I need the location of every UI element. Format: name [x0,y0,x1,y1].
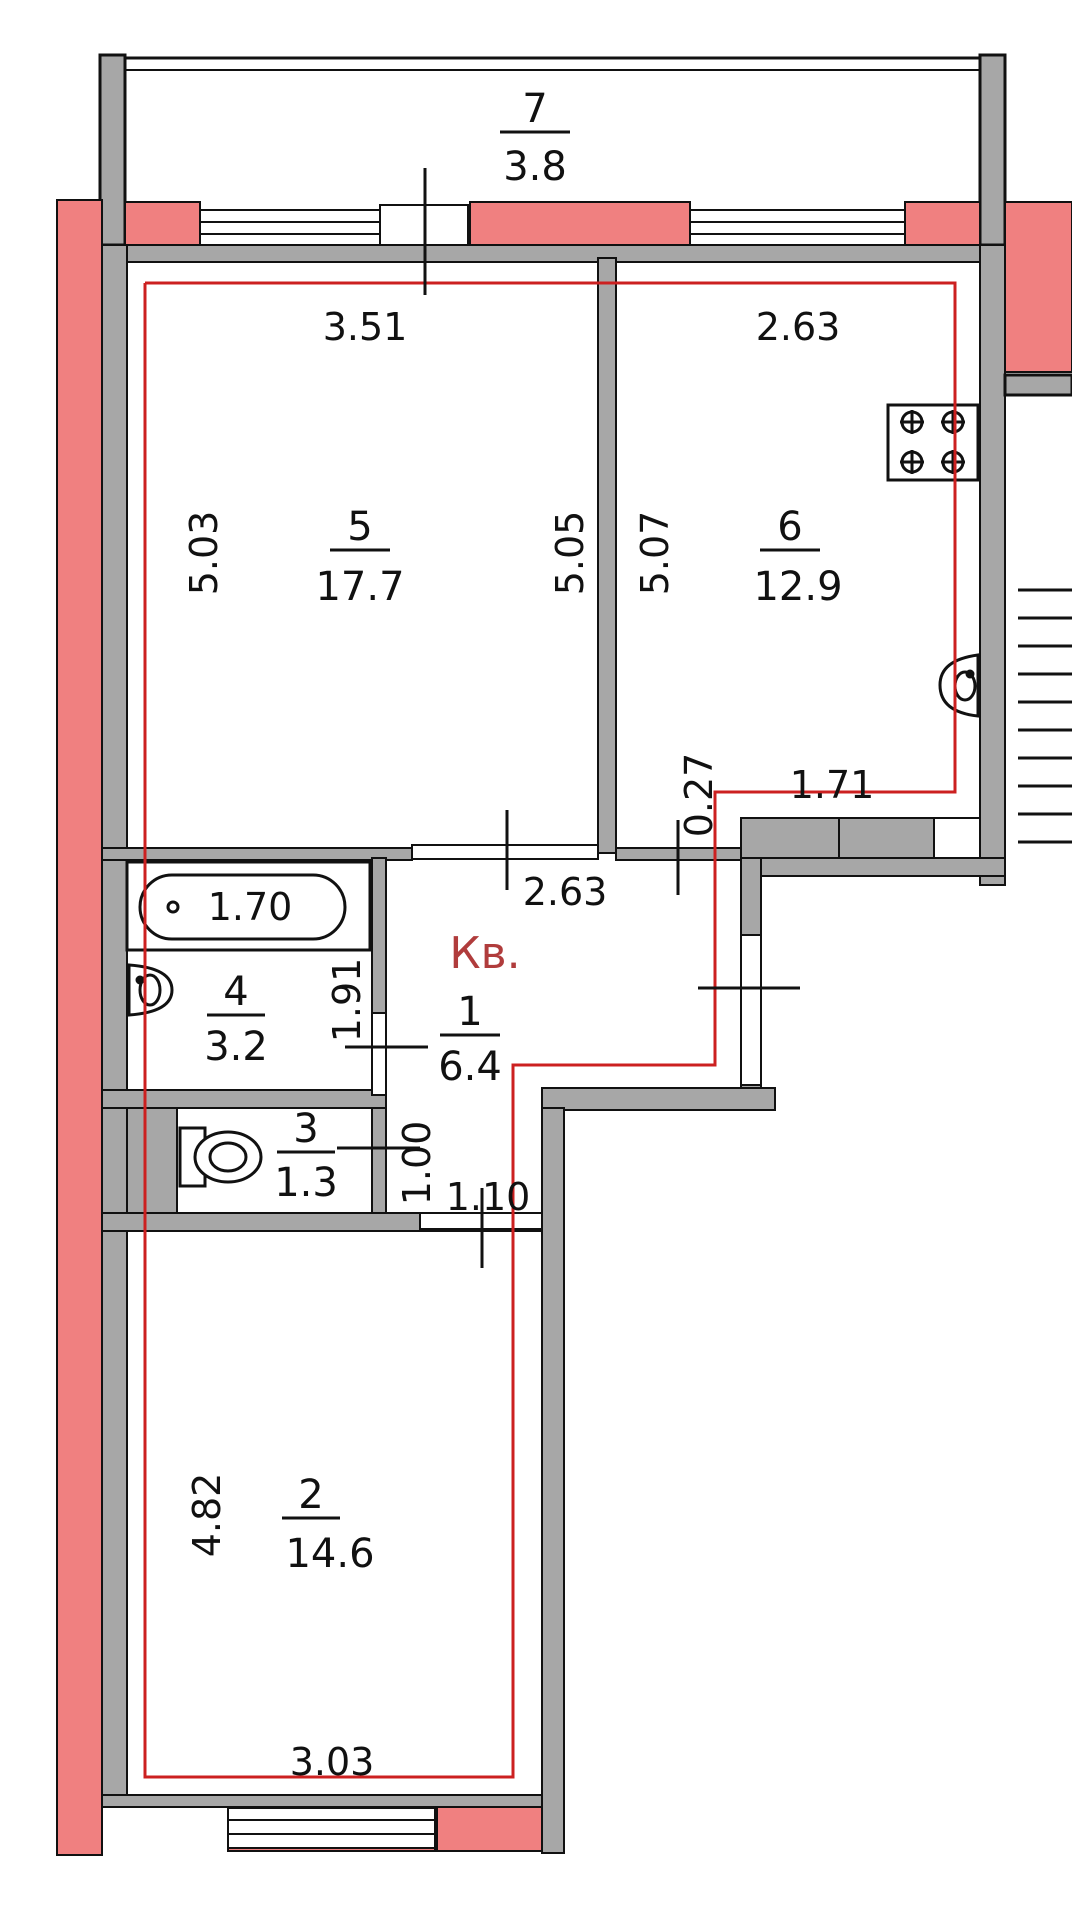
dim-room5-left-height: 5.03 [182,511,226,596]
dim-hall-width: 2.63 [523,870,608,914]
dim-room5-width: 3.51 [323,305,408,349]
dimension-ticks [337,168,800,1268]
dim-room2-height: 4.82 [185,1473,229,1558]
room-labels: 7 3.8 5 17.7 6 12.9 1 6.4 4 3.2 3 1.3 2 … [204,86,842,1577]
kitchen-sink-icon [938,653,980,718]
washbasin-icon [127,963,174,1017]
windows [199,204,906,1849]
dim-niche-depth: 0.27 [677,753,721,838]
dim-room5-right-height: 5.05 [548,511,592,596]
room-1-area: 6.4 [438,1044,502,1090]
dim-bathroom-height: 1.91 [325,958,369,1043]
window-room6 [689,209,906,248]
bathtub-icon [125,860,372,952]
dim-room6-width: 2.63 [756,305,841,349]
dim-room6-bottom: 1.71 [790,763,875,807]
apartment-label: Кв. [449,928,520,979]
room-1-number: 1 [457,989,482,1035]
dim-bathtub-length: 1.70 [208,885,293,929]
room-7-number: 7 [522,86,547,132]
room-6-number: 6 [777,504,802,550]
room-5-area: 17.7 [315,564,404,610]
dim-room6-left-height: 5.07 [633,511,677,596]
apartment-outline [143,281,957,1779]
dim-passage-width: 1.10 [446,1175,531,1219]
room-4-number: 4 [223,969,248,1015]
room-7-area: 3.8 [503,144,567,190]
room-4-area: 3.2 [204,1024,268,1070]
toilet-icon [178,1126,263,1188]
dimension-labels: 3.51 2.63 5.03 5.05 5.07 1.71 0.27 2.63 … [182,305,874,1784]
room-2-number: 2 [298,1472,323,1518]
fraction-bars [207,130,820,1520]
dim-toilet-height: 1.00 [395,1121,439,1206]
window-room2 [227,1807,436,1849]
room-2-area: 14.6 [285,1531,374,1577]
stove-icon [886,403,980,482]
window-room5 [199,209,381,248]
room-5-number: 5 [347,504,372,550]
dim-room2-width: 3.03 [290,1740,375,1784]
room-6-area: 12.9 [753,564,842,610]
staircase [1003,373,1072,844]
balcony [98,53,1007,247]
room-3-area: 1.3 [274,1160,338,1206]
room-3-number: 3 [293,1106,318,1152]
